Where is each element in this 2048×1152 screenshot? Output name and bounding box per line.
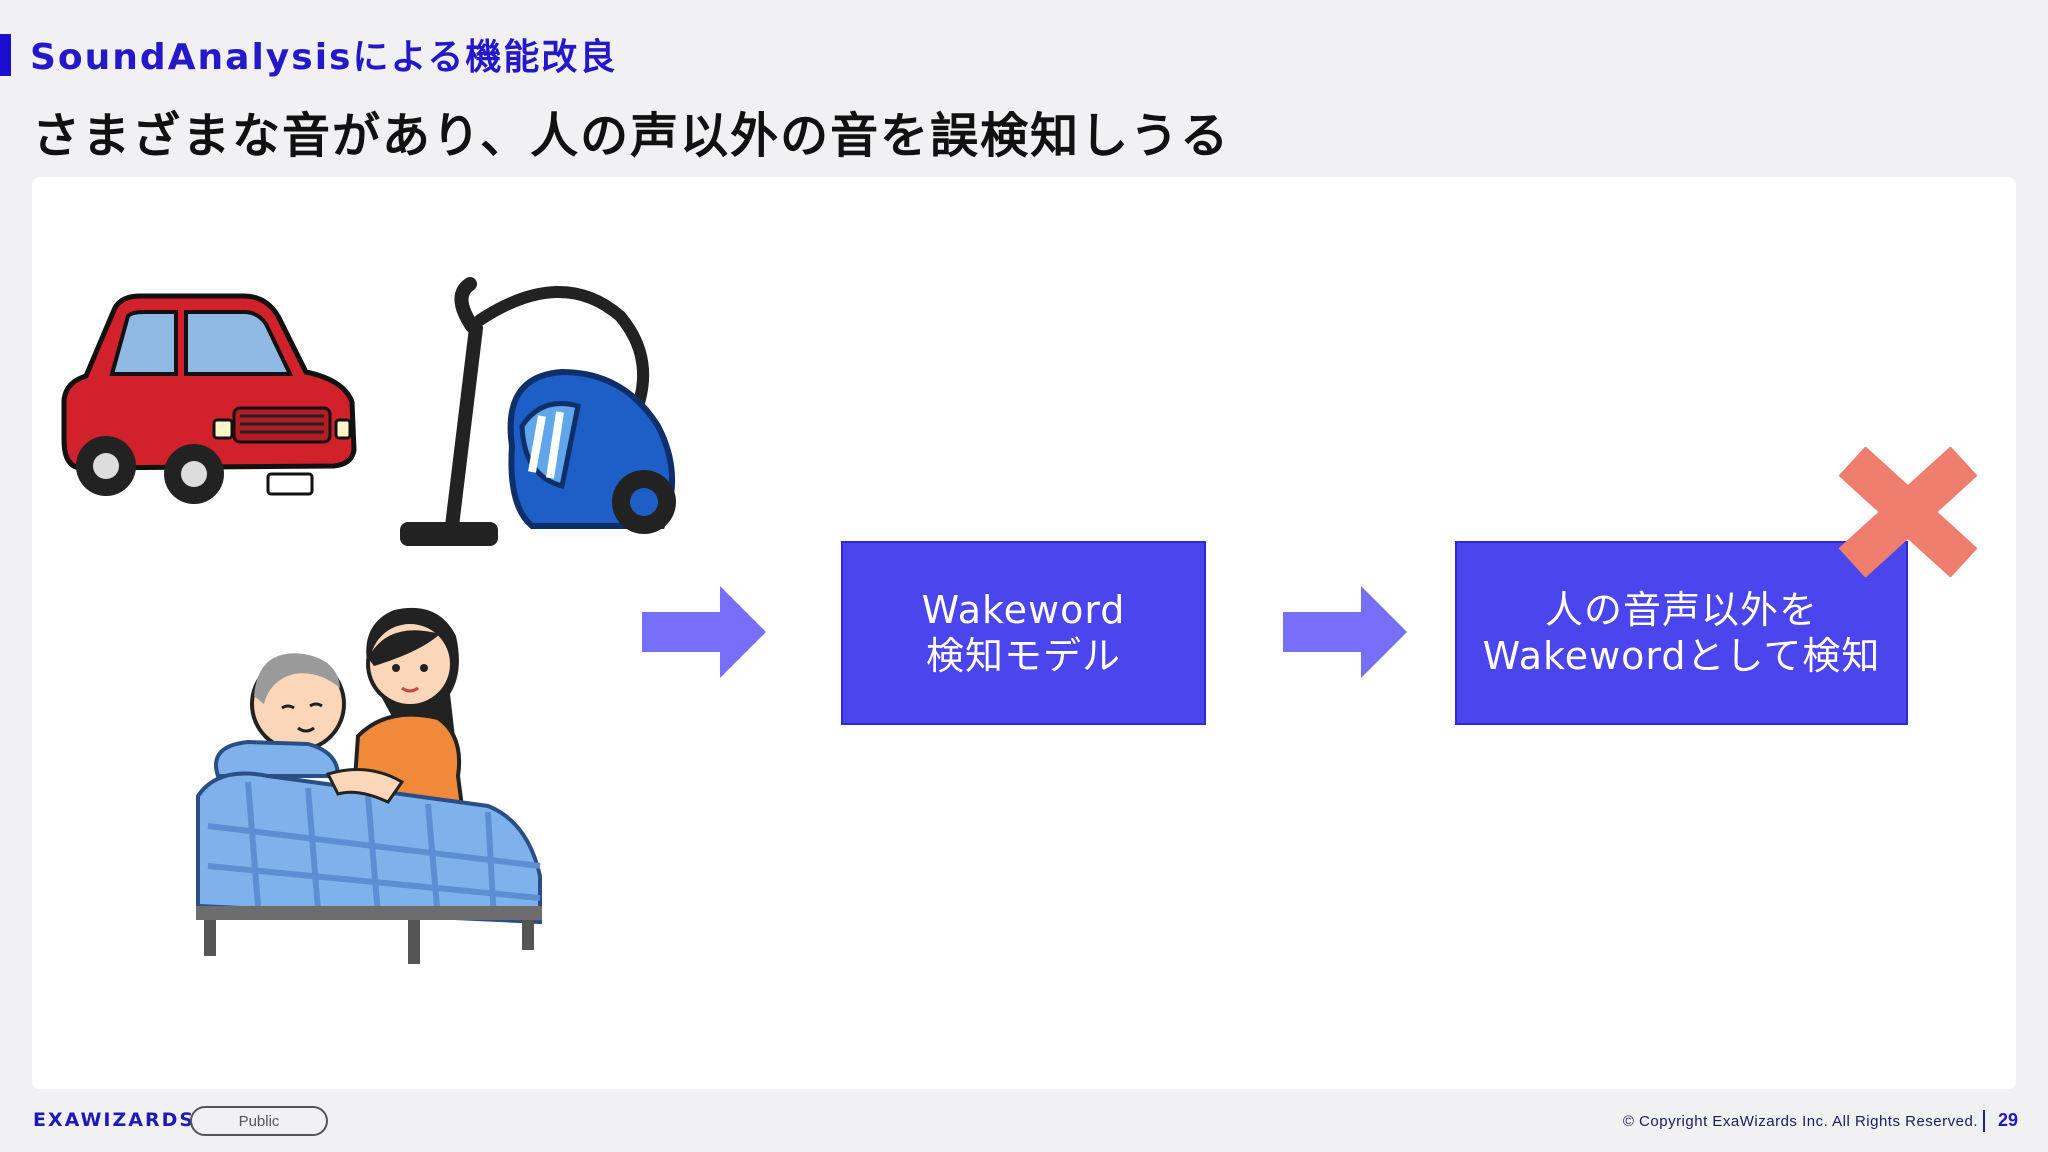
wakeword-model-box: Wakeword 検知モデル — [841, 541, 1206, 725]
page-number: 29 — [1998, 1110, 2019, 1130]
page-number-divider — [1983, 1110, 1985, 1132]
caregiver-bed-icon — [196, 607, 542, 964]
car-icon — [61, 293, 357, 504]
exawizards-logo: EXAWIZARDS — [33, 1109, 196, 1131]
false-detection-result-box: 人の音声以外を Wakewordとして検知 — [1455, 541, 1908, 725]
right-arrow-icon — [642, 586, 766, 678]
model-box-line-1: Wakeword — [921, 588, 1126, 632]
page-title: さまざまな音があり、人の声以外の音を誤検知しうる — [32, 108, 1231, 164]
vacuum-cleaner-icon — [400, 277, 676, 546]
section-accent-bar — [0, 34, 11, 76]
public-badge: Public — [190, 1106, 328, 1136]
cross-mark-icon — [1838, 447, 1978, 577]
model-box-line-2: 検知モデル — [925, 634, 1121, 678]
right-arrow-icon — [1283, 586, 1407, 678]
result-box-line-1: 人の音声以外を — [1544, 588, 1818, 632]
result-box-line-2: Wakewordとして検知 — [1482, 634, 1881, 678]
section-label: SoundAnalysisによる機能改良 — [30, 37, 618, 78]
copyright-text: © Copyright ExaWizards Inc. All Rights R… — [1622, 1113, 1978, 1130]
